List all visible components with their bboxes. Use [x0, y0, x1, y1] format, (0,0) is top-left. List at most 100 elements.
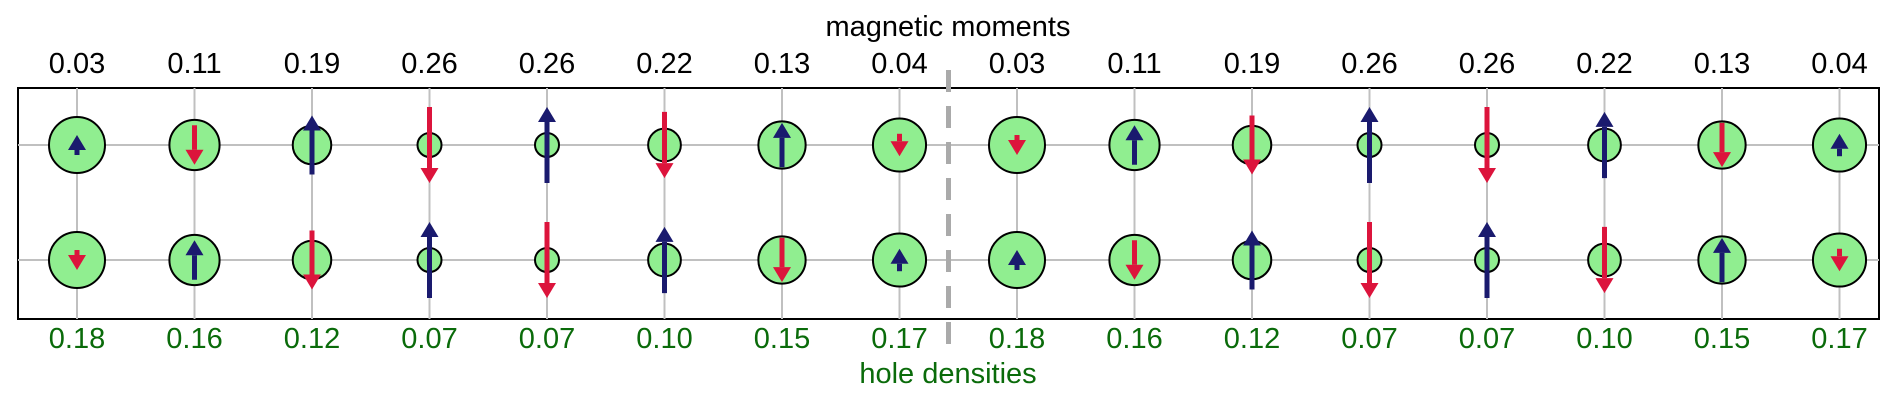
spin-down-arrow-icon [420, 168, 439, 183]
lattice-site [871, 232, 928, 288]
spin-down-arrow-icon [1243, 159, 1261, 175]
lattice-site [1811, 117, 1868, 173]
magnetic-moment-labels: 0.03 0.11 0.19 0.26 0.26 0.22 0.13 0.04 0.03 0.11… [49, 48, 1868, 80]
magnetic-moment-label: 0.26 [519, 48, 575, 80]
magnetic-moment-label: 0.19 [284, 48, 340, 80]
lattice-site [988, 116, 1046, 174]
hole-density-label: 0.10 [1576, 323, 1632, 355]
magnetic-moment-label: 0.22 [636, 48, 692, 80]
spin-down-arrow-icon [303, 274, 321, 290]
spin-down-arrow-icon [1595, 278, 1614, 294]
lattice-site [1231, 115, 1273, 175]
lattice-site [416, 107, 443, 183]
spin-down-arrow-icon [1125, 264, 1144, 280]
magnetic-moment-label: 0.03 [989, 48, 1045, 80]
spin-up-arrow-icon [1243, 230, 1261, 246]
hole-density-label: 0.17 [1811, 323, 1867, 355]
hole-density-label: 0.07 [519, 323, 575, 355]
hole-densities-title: hole densities [859, 358, 1036, 390]
hole-density-label: 0.15 [754, 323, 810, 355]
spin-down-arrow-icon [1360, 283, 1379, 298]
hole-density-label: 0.16 [166, 323, 222, 355]
lattice-site [168, 118, 221, 172]
lattice-site [1474, 107, 1500, 183]
spin-up-arrow-icon [538, 107, 556, 122]
lattice-site [1356, 222, 1383, 298]
lattice-site [534, 222, 560, 298]
hole-density-labels: 0.18 0.16 0.12 0.07 0.07 0.10 0.15 0.17 0.18 0.16… [49, 323, 1868, 355]
hole-density-label: 0.12 [1224, 323, 1280, 355]
lattice-site [988, 231, 1046, 289]
spin-up-arrow-icon [773, 122, 791, 138]
magnetic-moment-label: 0.26 [1341, 48, 1397, 80]
lattice-site [1231, 230, 1273, 290]
spin-down-arrow-icon [68, 255, 86, 270]
lattice-site [1587, 111, 1622, 179]
hole-density-label: 0.17 [871, 323, 927, 355]
lattice-site [534, 107, 560, 183]
hole-density-label: 0.07 [1459, 323, 1515, 355]
lattice-site [291, 115, 333, 175]
spin-up-arrow-icon [68, 135, 86, 150]
spin-down-arrow-icon [773, 267, 791, 283]
spin-up-arrow-icon [420, 222, 439, 237]
spin-up-arrow-icon [1008, 250, 1026, 265]
lattice-site [1697, 235, 1747, 285]
lattice-site [1587, 226, 1622, 294]
spin-up-arrow-icon [185, 240, 204, 256]
hole-density-label: 0.10 [636, 323, 692, 355]
hole-density-label: 0.18 [49, 323, 105, 355]
spin-up-arrow-icon [303, 115, 321, 131]
spin-down-arrow-icon [538, 283, 556, 298]
hole-density-label: 0.18 [989, 323, 1045, 355]
spin-down-arrow-icon [1008, 140, 1026, 155]
spin-down-arrow-icon [655, 163, 674, 179]
lattice-site [1108, 118, 1161, 172]
lattice-site [291, 230, 333, 290]
spin-up-arrow-icon [655, 226, 674, 242]
magnetic-moment-label: 0.26 [1459, 48, 1515, 80]
hole-density-label: 0.07 [401, 323, 457, 355]
lattice-site [1697, 120, 1747, 170]
lattice-site [168, 233, 221, 287]
lattice-site [416, 222, 443, 298]
spin-up-arrow-icon [1713, 237, 1731, 253]
spin-down-arrow-icon [1713, 152, 1731, 168]
magnetic-moment-label: 0.04 [871, 48, 927, 80]
lattice-site [647, 111, 682, 179]
hole-density-label: 0.12 [284, 323, 340, 355]
hole-density-label: 0.16 [1106, 323, 1162, 355]
magnetic-moments-title: magnetic moments [826, 11, 1071, 43]
magnetic-moment-label: 0.13 [1694, 48, 1750, 80]
magnetic-moment-label: 0.22 [1576, 48, 1632, 80]
spin-up-arrow-icon [1830, 133, 1849, 149]
spin-down-arrow-icon [890, 141, 909, 157]
lattice-site [48, 231, 106, 289]
lattice-site [1811, 232, 1868, 288]
magnetic-moment-label: 0.19 [1224, 48, 1280, 80]
magnetic-moment-label: 0.03 [49, 48, 105, 80]
lattice-site [1356, 107, 1383, 183]
spin-up-arrow-icon [890, 248, 909, 264]
hole-density-label: 0.07 [1341, 323, 1397, 355]
magnetic-moment-label: 0.26 [401, 48, 457, 80]
magnetic-moment-label: 0.11 [167, 48, 221, 80]
magnetic-moment-label: 0.04 [1811, 48, 1867, 80]
spin-down-arrow-icon [1830, 256, 1849, 272]
lattice-sites [48, 107, 1868, 298]
lattice-site [1474, 222, 1500, 298]
lattice-site [757, 120, 807, 170]
lattice-site [48, 116, 106, 174]
lattice-site [757, 235, 807, 285]
spin-up-arrow-icon [1478, 222, 1496, 237]
spin-up-arrow-icon [1125, 125, 1144, 141]
lattice-site [871, 117, 928, 173]
hole-density-label: 0.15 [1694, 323, 1750, 355]
spin-up-arrow-icon [1595, 111, 1614, 127]
lattice-site [647, 226, 682, 294]
spin-down-arrow-icon [1478, 168, 1496, 183]
spin-up-arrow-icon [1360, 107, 1379, 122]
lattice-site [1108, 233, 1161, 287]
magnetic-moment-label: 0.11 [1107, 48, 1161, 80]
